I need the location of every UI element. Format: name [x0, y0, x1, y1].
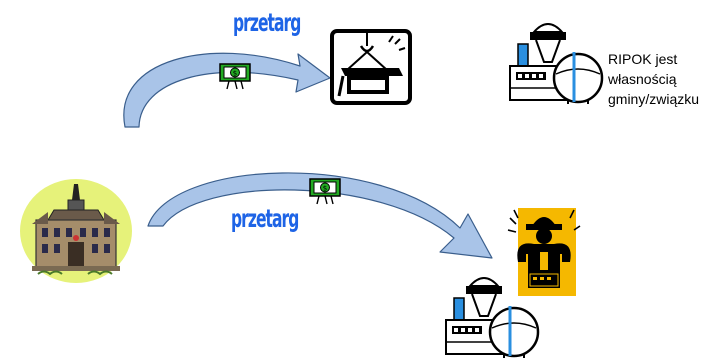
tender-label-top: przetarg — [233, 8, 301, 37]
worker-icon — [507, 208, 581, 296]
ripok-note-line1: RIPOK jest — [608, 51, 678, 67]
arrow-bottom — [147, 172, 493, 259]
town-hall-icon — [20, 179, 132, 283]
ripok-note: RIPOK jest własnością gminy/związku — [608, 49, 724, 109]
ripok-note-line3: gminy/związku — [608, 91, 700, 107]
tender-label-bottom: przetarg — [231, 204, 299, 233]
ripok-note-line2: własnością — [608, 71, 677, 87]
crane-icon — [330, 29, 412, 105]
money-icon: $ — [309, 178, 341, 205]
svg-text:$: $ — [323, 185, 327, 193]
svg-text:$: $ — [233, 70, 237, 78]
arrow-top — [123, 52, 331, 128]
plant-icon — [509, 23, 604, 104]
plant-icon — [445, 277, 540, 358]
money-icon: $ — [219, 63, 251, 90]
